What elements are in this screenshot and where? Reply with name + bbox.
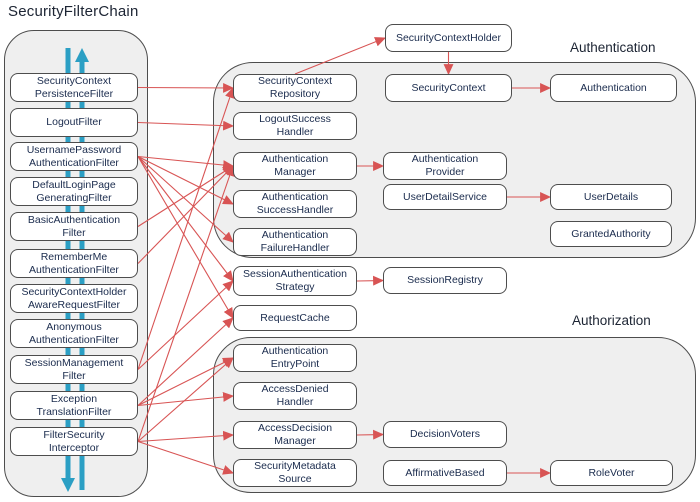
node-basic: BasicAuthentication Filter [10,212,138,241]
authorization-section-label: Authorization [572,313,651,328]
node-afh: Authentication FailureHandler [233,228,357,256]
node-scpf: SecurityContext PersistenceFilter [10,73,138,102]
node-etf: Exception TranslationFilter [10,391,138,420]
node-lsh: LogoutSuccess Handler [233,112,357,140]
node-sch: SecurityContextHolder [385,24,512,52]
authentication-section-label: Authentication [570,40,656,55]
node-adm: AccessDecision Manager [233,421,357,449]
node-upaf: UsernamePassword AuthenticationFilter [10,142,138,171]
node-fsi: FilterSecurity Interceptor [10,427,138,456]
node-sc: SecurityContext [385,74,512,102]
node-dv: DecisionVoters [383,421,507,448]
diagram-title: SecurityFilterChain [8,3,139,20]
node-affirm: AffirmativeBased [383,460,507,486]
node-authprov: Authentication Provider [383,152,507,180]
node-sas: SessionAuthentication Strategy [233,266,357,296]
node-sessionmgmt: SessionManagement Filter [10,355,138,384]
node-anon: Anonymous AuthenticationFilter [10,319,138,348]
node-ga: GrantedAuthority [550,221,672,247]
node-aep: Authentication EntryPoint [233,344,357,372]
node-schaware: SecurityContextHolder AwareRequestFilter [10,284,138,313]
node-rolevoter: RoleVoter [550,460,673,486]
node-uds: UserDetailService [383,184,507,210]
node-dlpgf: DefaultLoginPage GeneratingFilter [10,177,138,206]
node-scr: SecurityContext Repository [233,74,357,102]
node-sreg: SessionRegistry [383,267,507,294]
node-ud: UserDetails [550,184,672,210]
edge-sas-to-sreg [356,275,385,286]
node-logout: LogoutFilter [10,108,138,137]
node-rememberme: RememberMe AuthenticationFilter [10,249,138,278]
node-adh: AccessDenied Handler [233,382,357,410]
node-ash: Authentication SuccessHandler [233,190,357,218]
node-authmgr: Authentication Manager [233,152,357,180]
node-sms: SecurityMetadata Source [233,459,357,487]
node-rc: RequestCache [233,305,357,331]
node-auth: Authentication [550,74,677,102]
